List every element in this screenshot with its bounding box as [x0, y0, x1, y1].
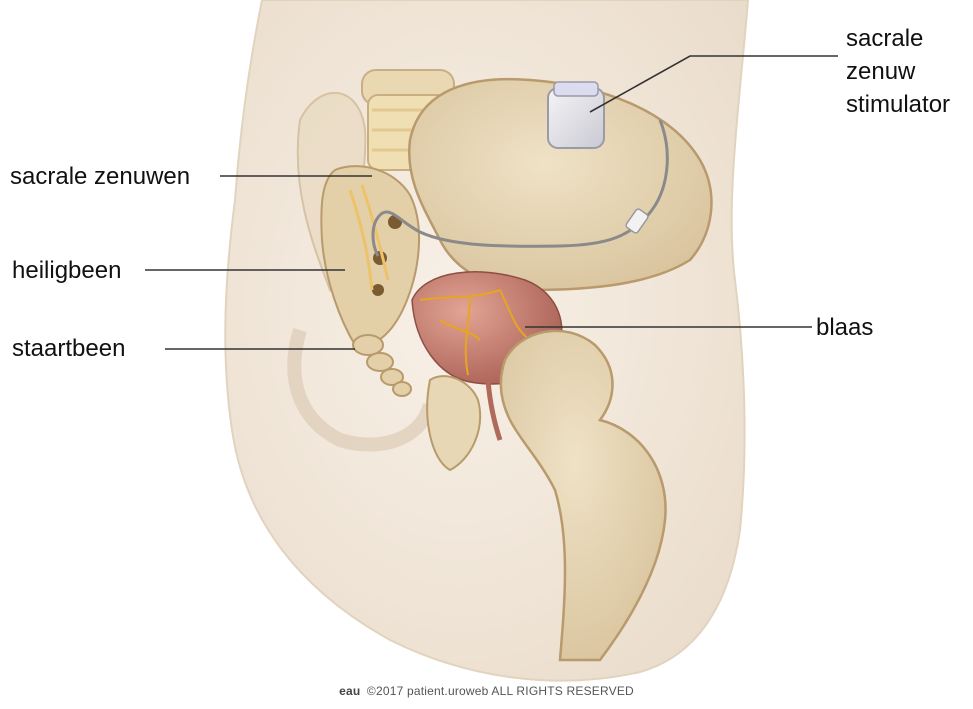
copyright-footer: eau ©2017 patient.uroweb ALL RIGHTS RESE… — [0, 684, 973, 698]
eau-logo: eau — [339, 684, 360, 698]
label-stimulator-line-1: sacrale — [846, 22, 950, 55]
label-sacral-nerves: sacrale zenuwen — [10, 160, 190, 193]
label-stimulator-line-3: stimulator — [846, 88, 950, 121]
label-coccyx: staartbeen — [12, 332, 125, 365]
label-bladder: blaas — [816, 311, 873, 344]
copyright-text: ©2017 patient.uroweb ALL RIGHTS RESERVED — [367, 684, 634, 698]
label-sacral-nerve-stimulator: sacrale zenuw stimulator — [846, 22, 950, 121]
label-sacrum: heiligbeen — [12, 254, 121, 287]
label-stimulator-line-2: zenuw — [846, 55, 950, 88]
